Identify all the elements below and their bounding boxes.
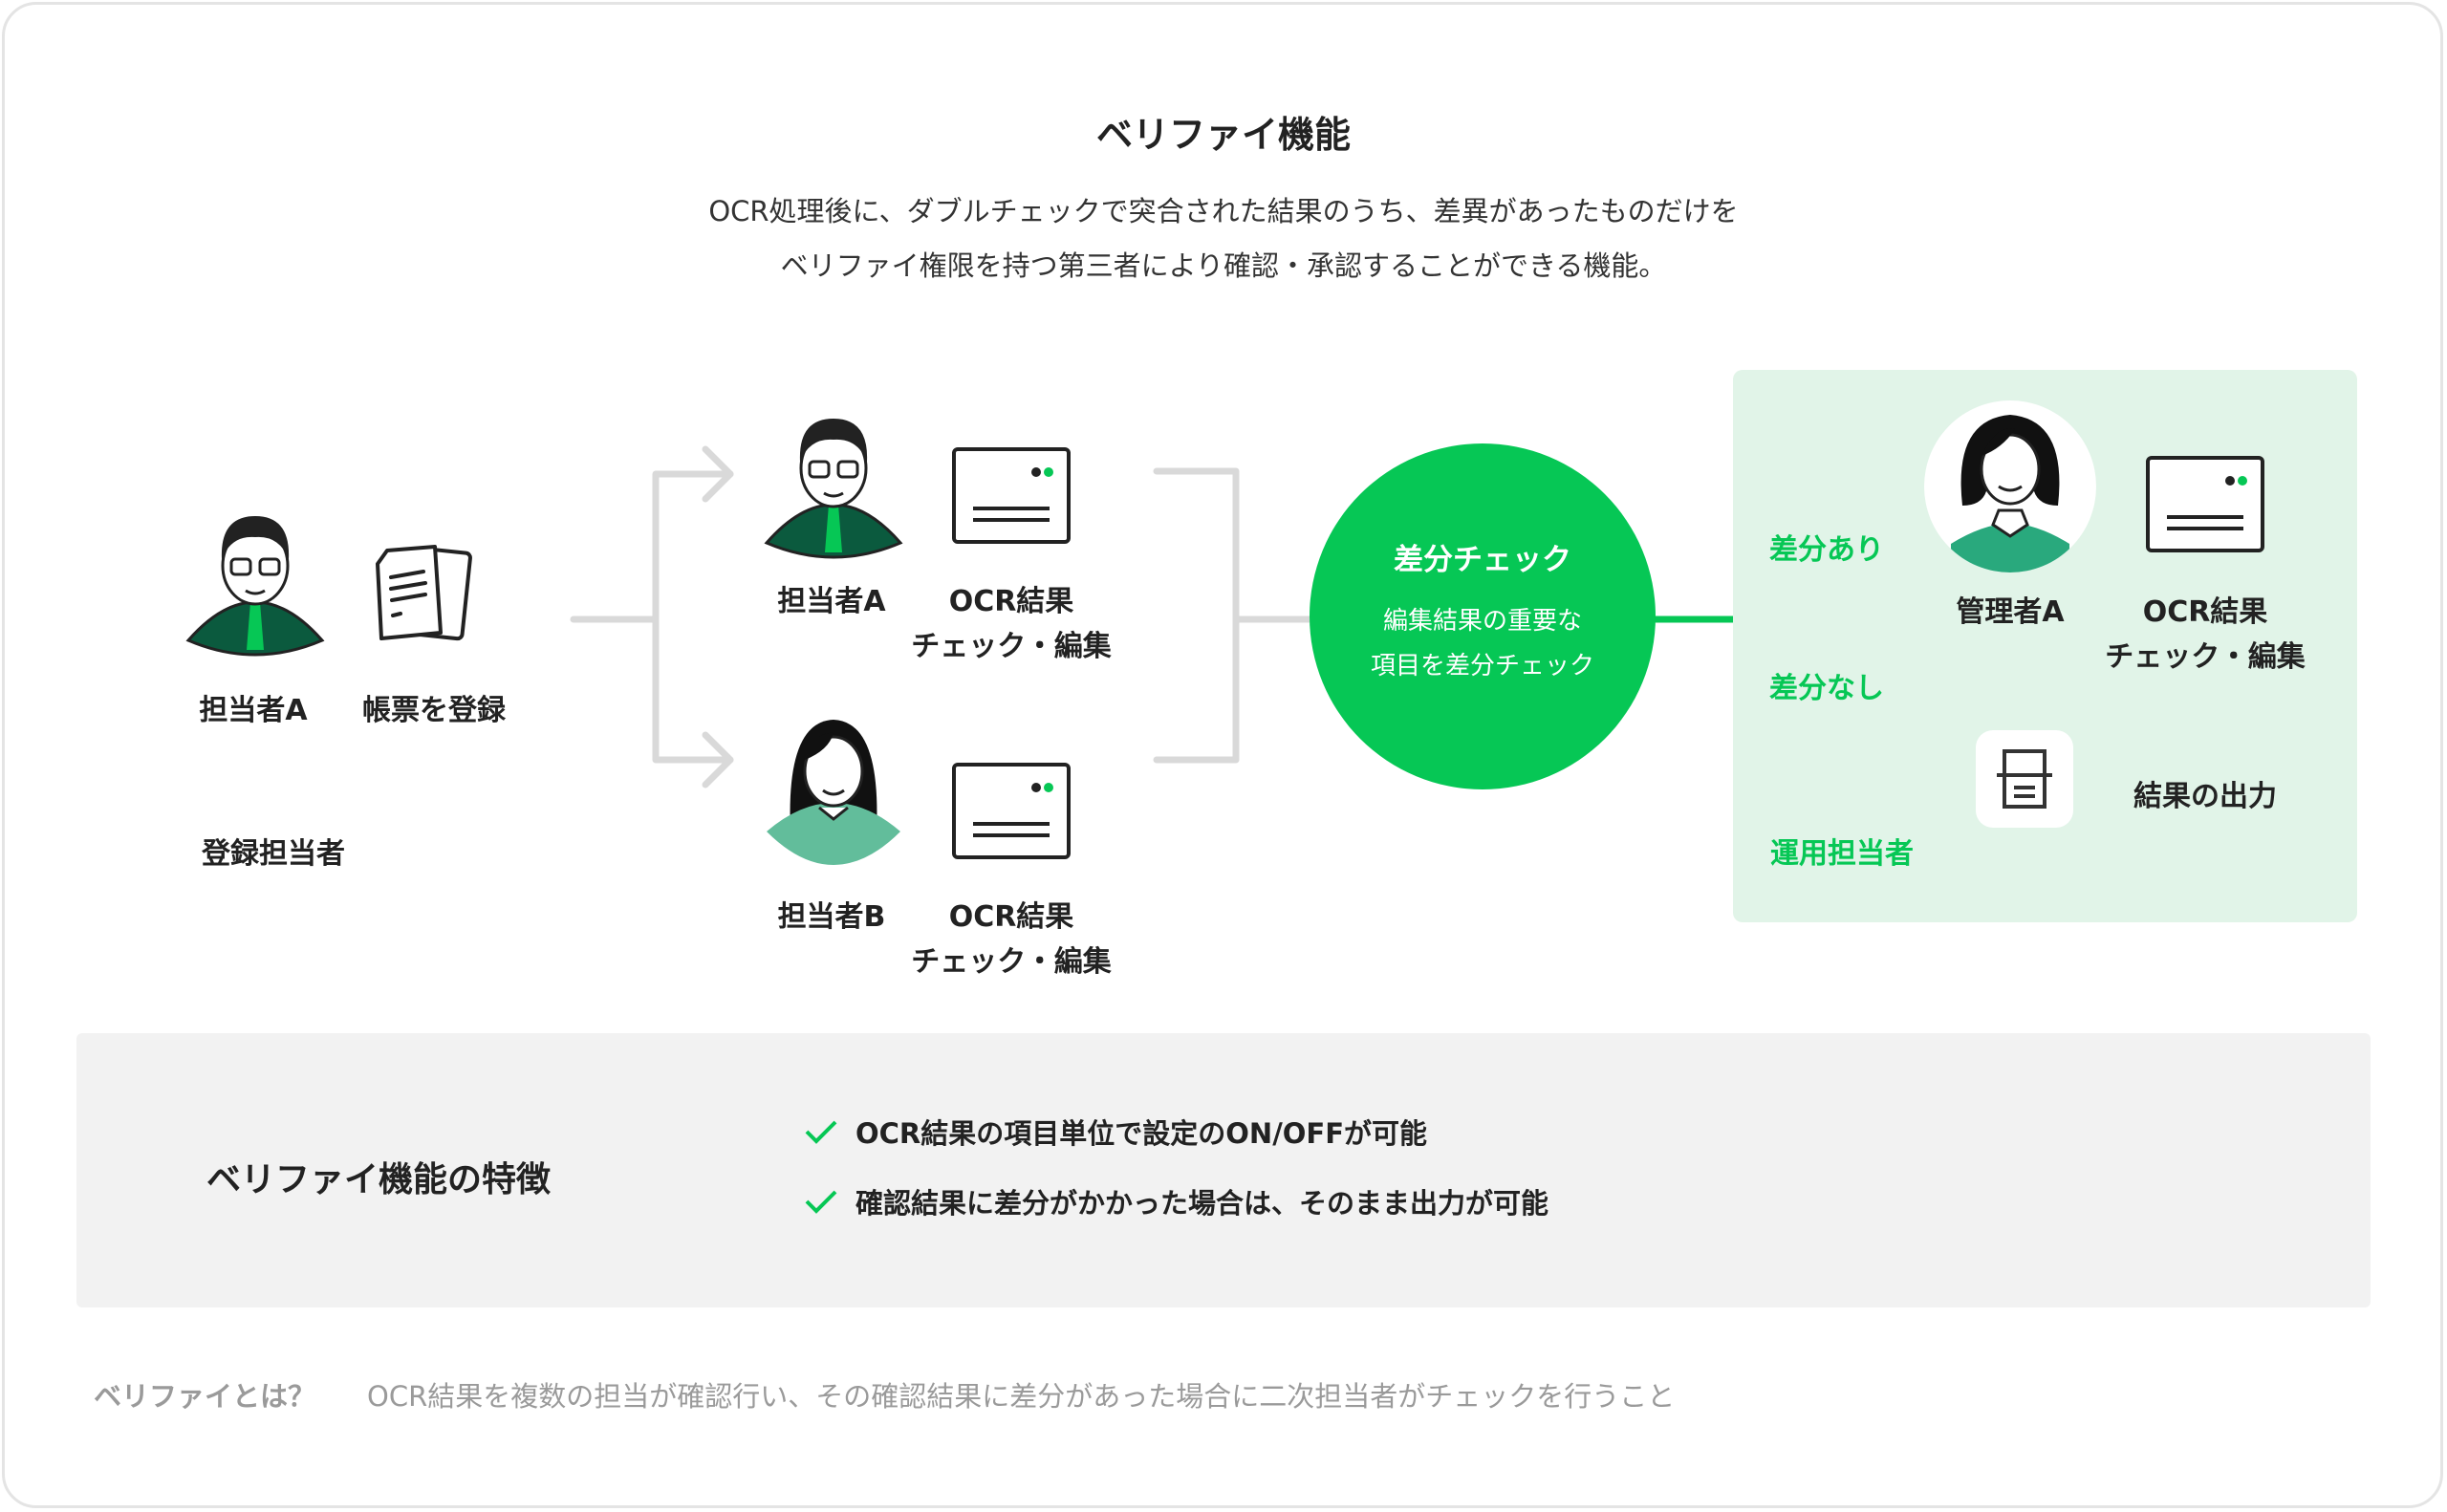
diff-check-line1: 編集結果の重要な <box>1382 607 1583 636</box>
document-stack-icon <box>376 545 472 641</box>
registrant-label: 担当者A <box>199 694 308 727</box>
diff-check-line2: 項目を差分チェック <box>1370 652 1595 680</box>
checker-a-label: 担当者A <box>777 585 886 618</box>
ocr-document-icon <box>2146 456 2264 552</box>
footer-definition: OCR結果を複数の担当が確認行い、その確認結果に差分があった場合に二次担当者がチ… <box>367 1380 1676 1413</box>
diff-check-title: 差分チェック <box>1394 543 1571 577</box>
checker-a-task-line2: チェック・編集 <box>911 630 1112 663</box>
feature-text: OCR結果の項目単位で設定のON/OFFが可能 <box>855 1117 1428 1150</box>
registrant-role-label: 登録担当者 <box>202 837 345 871</box>
manager-label: 管理者A <box>1956 595 2065 629</box>
checker-b-task-line1: OCR結果 <box>948 900 1074 934</box>
manager-task-line1: OCR結果 <box>2142 595 2268 629</box>
description-line-1: OCR処理後に、ダブルチェックで突合された結果のうち、差異があったものだけを <box>708 195 1739 227</box>
description-line-2: ベリファイ権限を持つ第三者により確認・承認することができる機能。 <box>780 249 1667 282</box>
checker-a-task-line1: OCR結果 <box>948 585 1074 618</box>
operator-label: 運用担当者 <box>1770 837 1914 871</box>
person-woman-icon <box>767 720 900 865</box>
feature-item: OCR結果の項目単位で設定のON/OFFが可能 <box>804 1112 1427 1152</box>
manager-task-line2: チェック・編集 <box>2105 640 2306 674</box>
person-man-icon <box>764 419 903 559</box>
checker-b-task-line2: チェック・編集 <box>911 945 1112 979</box>
footer-term: ベリファイとは？ <box>94 1380 316 1413</box>
check-icon <box>805 1120 837 1144</box>
features-title: ベリファイ機能の特徴 <box>206 1160 552 1199</box>
feature-text: 確認結果に差分がかかった場合は、そのまま出力が可能 <box>855 1187 1549 1220</box>
manager-avatar-icon <box>1924 400 2096 572</box>
scanner-output-icon <box>1976 730 2073 828</box>
check-icon <box>805 1190 837 1214</box>
ocr-document-icon <box>952 763 1071 859</box>
page-title: ベリファイ機能 <box>1095 114 1352 156</box>
ocr-document-icon <box>952 447 1071 544</box>
output-result-label: 結果の出力 <box>2133 780 2277 813</box>
diff-check-node: 差分チェック 編集結果の重要な 項目を差分チェック <box>1310 443 1656 789</box>
person-man-icon <box>185 516 325 657</box>
branch-with-diff-label: 差分あり <box>1769 533 1884 567</box>
register-form-label: 帳票を登録 <box>362 694 506 727</box>
feature-item: 確認結果に差分がかかった場合は、そのまま出力が可能 <box>804 1181 1548 1221</box>
branch-no-diff-label: 差分なし <box>1769 672 1884 705</box>
features-panel: ベリファイ機能の特徴 OCR結果の項目単位で設定のON/OFFが可能 確認結果に… <box>76 1033 2371 1307</box>
checker-b-label: 担当者B <box>777 900 886 934</box>
